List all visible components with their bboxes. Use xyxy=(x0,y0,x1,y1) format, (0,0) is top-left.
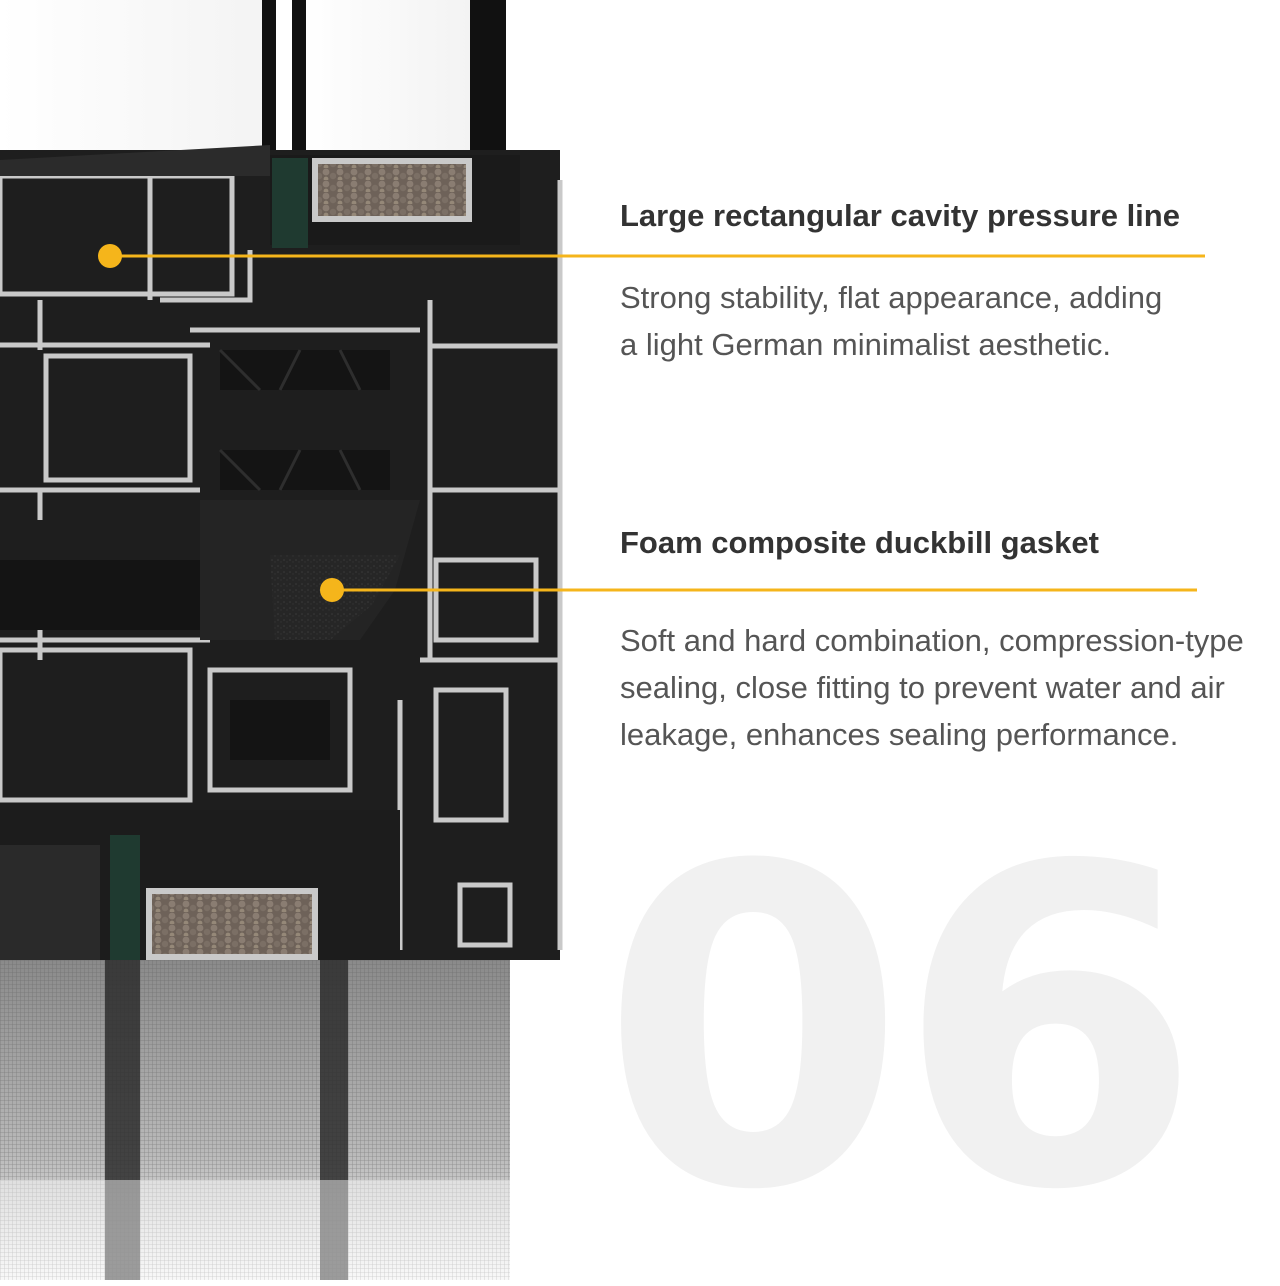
callout-duckbill-gasket-dot xyxy=(320,578,344,602)
callout-lines xyxy=(98,244,1205,602)
upper-glazing-bead xyxy=(0,145,520,248)
insect-screen-mesh xyxy=(0,960,510,1280)
feature-title-pressure-line: Large rectangular cavity pressure line xyxy=(620,198,1180,233)
feature-description-pressure-line: Strong stability, flat appearance, addin… xyxy=(620,280,1163,362)
lower-glazing-bead xyxy=(0,810,400,965)
feature-description-duckbill-gasket: Soft and hard combination, compression-t… xyxy=(620,623,1244,752)
callout-pressure-line-dot xyxy=(98,244,122,268)
glass-panel xyxy=(0,0,506,160)
feature-title-duckbill-gasket: Foam composite duckbill gasket xyxy=(620,525,1099,560)
